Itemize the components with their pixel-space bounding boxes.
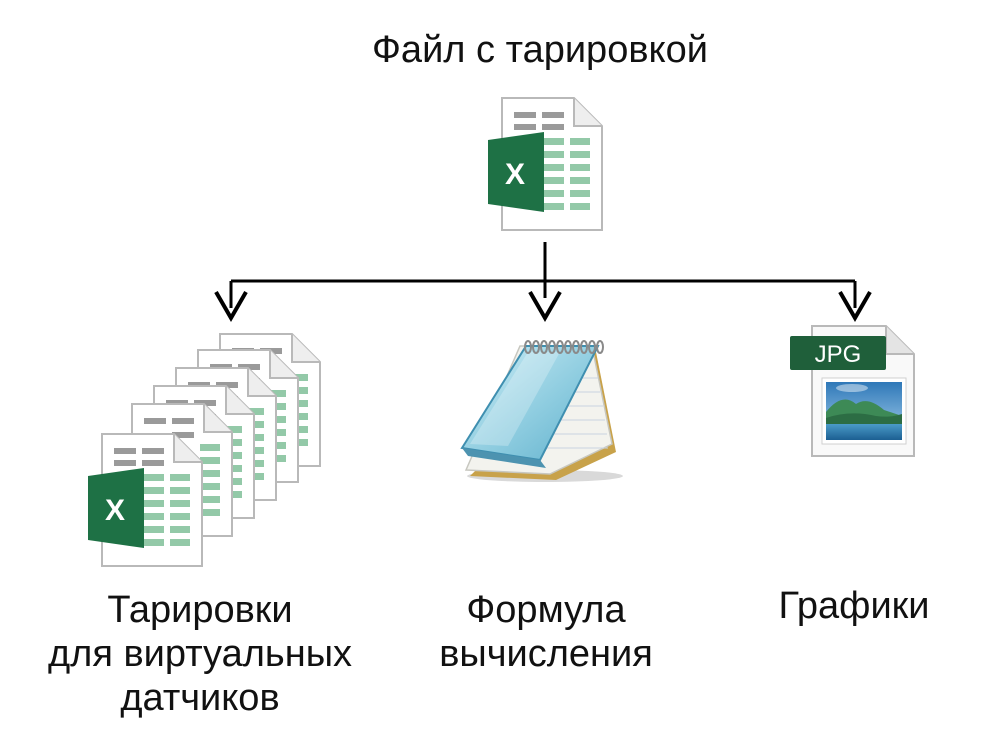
output-label-charts: Графики — [744, 584, 964, 628]
arrowhead-right — [838, 291, 872, 323]
source-file-title: Файл с тарировкой — [372, 29, 708, 71]
output-label-formula: Формула вычисления — [416, 588, 676, 676]
output-label-virtual-sensors: Тарировки для виртуальных датчиков — [0, 588, 400, 720]
jpg-file-icon: JPG — [790, 325, 915, 457]
excel-letter: X — [505, 158, 525, 191]
label-line: Формула — [466, 589, 626, 631]
excel-file-icon: X — [488, 97, 603, 231]
label-line: датчиков — [120, 677, 280, 719]
label-line: Графики — [778, 585, 930, 627]
notepad-icon — [460, 340, 623, 482]
connector-lines — [229, 242, 857, 308]
label-line: вычисления — [439, 633, 653, 675]
jpg-badge-text: JPG — [815, 341, 862, 368]
excel-file-stack-icon: X — [88, 333, 321, 567]
label-line: для виртуальных — [48, 633, 352, 675]
label-line: Тарировки — [107, 589, 293, 631]
arrowhead-middle — [528, 291, 562, 323]
arrowhead-left — [214, 291, 248, 323]
excel-letter: X — [105, 494, 125, 527]
